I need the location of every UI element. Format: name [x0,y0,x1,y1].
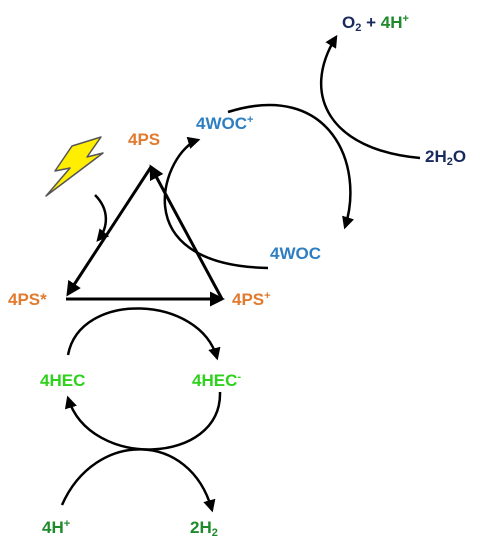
oxygen-formula: O2 [342,13,362,34]
hec-label: 4HEC [40,371,86,390]
excitation-arrow [94,194,110,242]
lightning-bolt-icon [45,136,104,197]
hec-oxidation-arrow [64,391,222,451]
ps-ground-label: 4PS [128,130,161,149]
woc-oxidation-arrow [227,103,355,230]
ps-excited-label: 4PS* [8,290,47,309]
proton-reactant-label: 4H+ [42,518,71,537]
proton-product-formula: 4H+ [380,13,409,32]
woc-reduction-arrow [163,136,269,270]
ps-oxidized-label: 4PS+ [232,290,271,309]
woc-oxidized-label: 4WOC+ [196,114,254,133]
hydrogen-product-label: 2H2 [190,518,218,539]
water-reactant-label: 2H2O [425,147,467,168]
proton-to-hydrogen-arrow [60,448,216,513]
triangle-right-arrow [149,164,224,300]
plus-operator: + [366,13,377,32]
hec-reduced-label: 4HEC- [192,371,242,390]
hec-reduction-arrow [66,307,221,361]
woc-label: 4WOC [270,244,321,263]
triangle-left-arrow [66,166,153,297]
water-to-oxygen-arrow [319,34,421,160]
oxygen-product-label: O2 + 4H+ [342,14,409,34]
